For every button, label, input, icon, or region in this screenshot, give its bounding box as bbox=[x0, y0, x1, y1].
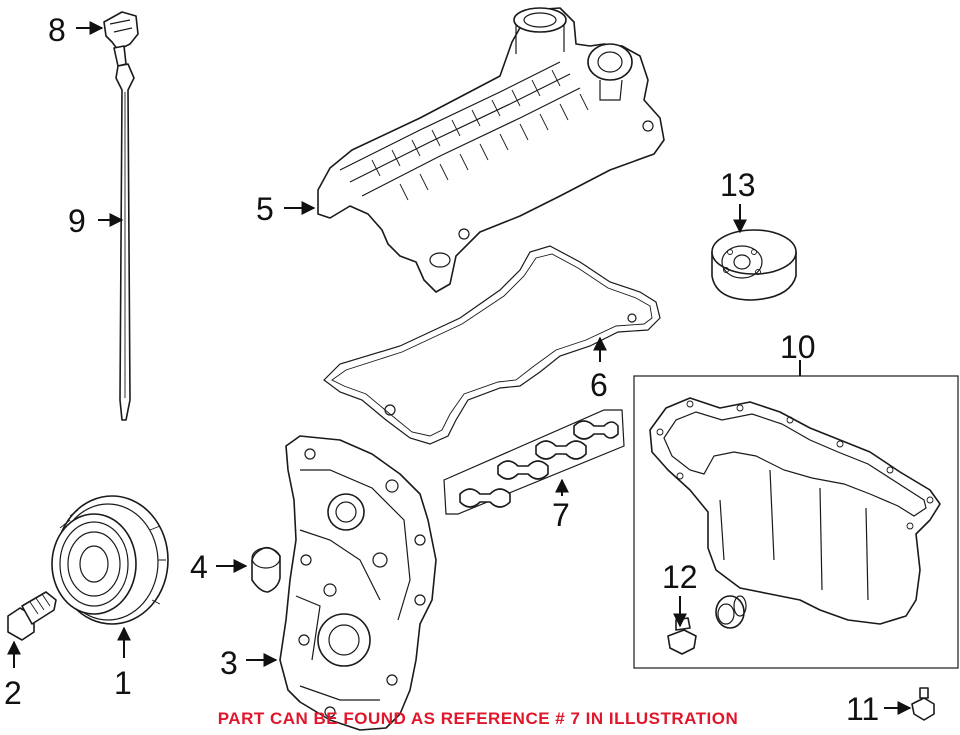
callout-11: 11 bbox=[846, 691, 879, 727]
dipstick-handle bbox=[103, 11, 139, 67]
callout-2: 2 bbox=[4, 675, 22, 711]
oil-pan-box bbox=[633, 375, 959, 669]
pan-bolt bbox=[911, 687, 935, 721]
callout-13: 13 bbox=[720, 167, 756, 203]
leader-arrows bbox=[6, 21, 912, 715]
front-seal bbox=[251, 546, 281, 593]
drain-plug bbox=[667, 617, 697, 655]
oil-filter bbox=[711, 229, 797, 301]
dipstick-tube bbox=[115, 63, 135, 421]
crankshaft-bolt bbox=[7, 591, 57, 641]
callout-8: 8 bbox=[48, 12, 66, 48]
intake-manifold bbox=[317, 7, 665, 293]
crankshaft-pulley bbox=[51, 495, 169, 625]
callout-3: 3 bbox=[220, 645, 238, 681]
callout-10: 10 bbox=[780, 329, 816, 365]
clamp-set bbox=[443, 409, 625, 515]
callout-1: 1 bbox=[114, 665, 132, 701]
valve-cover-gasket bbox=[323, 245, 661, 445]
callout-7: 7 bbox=[552, 497, 570, 533]
callout-5: 5 bbox=[256, 191, 274, 227]
callout-12: 12 bbox=[662, 559, 698, 595]
callout-9: 9 bbox=[68, 203, 86, 239]
reference-note: PART CAN BE FOUND AS REFERENCE # 7 IN IL… bbox=[218, 709, 739, 728]
oil-pan bbox=[649, 397, 941, 625]
drain-plug-washer bbox=[715, 595, 747, 629]
callout-4: 4 bbox=[190, 549, 208, 585]
callout-6: 6 bbox=[590, 367, 608, 403]
timing-cover bbox=[279, 435, 437, 731]
